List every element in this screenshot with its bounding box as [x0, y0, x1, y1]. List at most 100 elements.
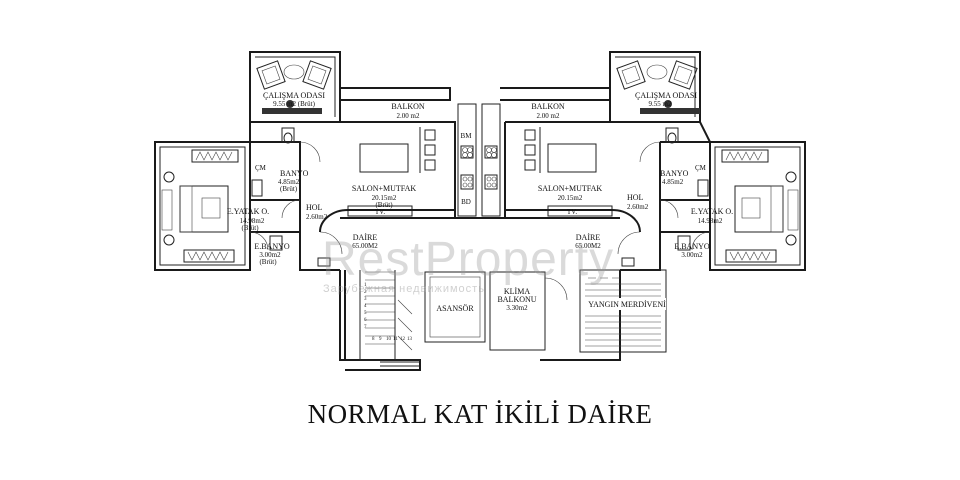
lamp-icon	[785, 171, 797, 183]
stair-number: 12	[400, 337, 406, 342]
label-tv-right: TV.	[567, 208, 577, 216]
label-bedroom-area-right: 14.98m2	[698, 217, 723, 225]
watermark-sub: Зарубежная недвижимость	[323, 283, 485, 295]
label-hall-area-right: 2.60m2	[627, 203, 649, 211]
stair-number: 2	[364, 290, 367, 295]
label-bath-area-right: 4.85m2	[662, 178, 684, 186]
sink-icon	[697, 179, 709, 197]
label-living-name-right: SALON+MUTFAK	[538, 184, 603, 193]
door-swing	[617, 231, 641, 255]
door-swing	[281, 199, 301, 219]
label-bath-name-left: BANYO	[280, 169, 309, 178]
label-study-area-right: 9.55 m2	[649, 100, 672, 108]
lamp-icon	[785, 234, 797, 246]
label-study-name-left: ÇALIŞMA ODASI	[263, 91, 325, 100]
watermark-brand: RestProperty	[322, 233, 615, 286]
stair-number: 10	[386, 337, 392, 342]
stairs	[365, 270, 420, 367]
armchair-icon	[256, 60, 332, 90]
label-bedroom-area-left: 14.98m2	[240, 217, 265, 225]
shoe-cabinet	[317, 257, 331, 267]
toilet-icon	[665, 127, 679, 144]
wardrobe-icon	[721, 149, 777, 263]
label-study-name-right: ÇALIŞMA ODASI	[635, 91, 697, 100]
label-balcony-area-left: 2.00 m2	[397, 112, 420, 120]
sink-icon	[251, 179, 263, 197]
label-bath-name-right: BANYO	[660, 169, 689, 178]
stair-number: 13	[407, 337, 413, 342]
desk-icon	[640, 100, 700, 114]
toilet-icon	[677, 235, 691, 251]
label-living-name-left: SALON+MUTFAK	[352, 184, 417, 193]
stair-number: 1	[364, 283, 367, 288]
armchair-icon	[616, 60, 698, 90]
ac-balcony	[489, 271, 546, 351]
kitchen-counter	[457, 103, 477, 217]
shoe-cabinet	[621, 257, 635, 267]
label-balcony-area-right: 2.00 m2	[537, 112, 560, 120]
label-bath-note-left: (Brüt)	[280, 185, 298, 193]
label-washer: BD	[461, 198, 471, 206]
lamp-icon	[163, 171, 175, 183]
toilet-icon	[281, 127, 295, 144]
label-apartment-name-right: DAİRE	[576, 233, 601, 242]
bed-icon	[734, 185, 784, 233]
sofa-icon	[359, 143, 409, 173]
door-swing	[249, 231, 269, 251]
label-hall-name-left: HOL	[306, 203, 323, 212]
door-swing	[299, 141, 321, 163]
lamp-icon	[163, 234, 175, 246]
desk-icon	[262, 100, 322, 114]
door-swing	[639, 141, 661, 163]
label-apartment-area-left: 65.00M2	[352, 242, 378, 250]
kitchen-counter	[481, 103, 501, 217]
dining-chair-icon	[419, 127, 436, 173]
stair-number: 9	[379, 337, 382, 342]
label-hall-area-left: 2.60m2	[306, 213, 328, 221]
building-core	[339, 217, 667, 371]
door-swing	[691, 231, 711, 251]
label-ac-balcony-name2: BALKONU	[497, 295, 536, 304]
label-fire-stairs: YANGIN MERDİVENİ	[588, 300, 666, 309]
fire-stairs	[579, 269, 667, 353]
door-swing	[659, 199, 679, 219]
label-study-area-left: 9.55 m2 (Brüt)	[273, 100, 315, 108]
stair-number: 3	[364, 297, 367, 302]
stair-number: 8	[372, 337, 375, 342]
label-bath-area-left: 4.85m2	[278, 178, 300, 186]
label-ensuite-area-right: 3.00m2	[681, 251, 703, 259]
stair-number: 11	[393, 337, 398, 342]
label-apartment-name-left: DAİRE	[353, 233, 378, 242]
label-dishwasher: BM	[461, 132, 473, 140]
label-bedroom-name-left: E.YATAK O.	[227, 207, 269, 216]
stair-number: 7	[364, 325, 367, 330]
label-living-note-left: (Brüt)	[375, 201, 393, 209]
label-ensuite-name-left: E.BANYO	[254, 242, 290, 251]
label-ensuite-name-right: E.BANYO	[674, 242, 710, 251]
door-swing	[544, 277, 568, 301]
elevator-shaft	[424, 271, 486, 343]
label-wc-mark-right: ÇM	[695, 164, 707, 172]
door-swing	[319, 231, 343, 255]
coffee-table-icon	[283, 64, 305, 80]
coffee-table-icon	[646, 64, 668, 80]
label-ac-balcony-name: KLİMA	[504, 287, 530, 296]
label-living-area-right: 20.15m2	[558, 194, 583, 202]
label-wc-mark-left: ÇM	[255, 164, 267, 172]
label-elevator: ASANSÖR	[436, 304, 474, 313]
label-ac-balcony-area: 3.30m2	[506, 304, 528, 312]
bed-icon	[179, 185, 229, 233]
dining-chair-icon	[524, 127, 541, 173]
toilet-icon	[269, 235, 283, 251]
label-balcony-name-left: BALKON	[391, 102, 425, 111]
label-ensuite-area-left: 3.00m2	[259, 251, 281, 259]
sofa-icon	[547, 143, 597, 173]
left-unit	[154, 51, 477, 271]
label-bedroom-note-left: (Brüt)	[241, 224, 259, 232]
stair-number: 6	[364, 318, 367, 323]
label-apartment-area-right: 65.00M2	[575, 242, 601, 250]
stair-number: 5	[364, 311, 367, 316]
label-hall-name-right: HOL	[627, 193, 644, 202]
